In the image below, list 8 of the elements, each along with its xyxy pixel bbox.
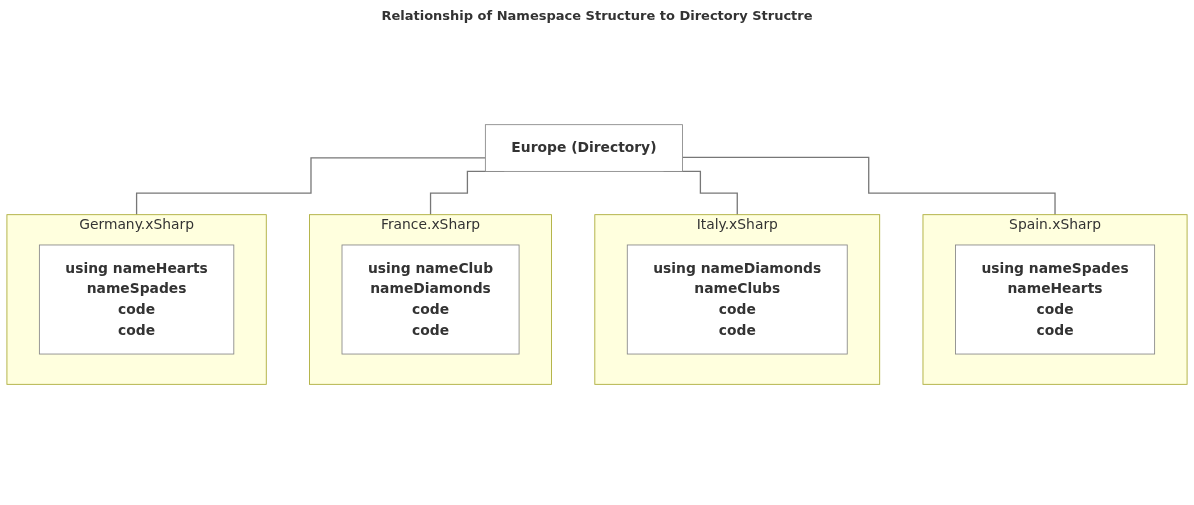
node-box: Europe (Directory) [484, 124, 683, 172]
diagram-title: Relationship of Namespace Structure to Directory Structre [380, 8, 814, 23]
node-box: using nameSpades nameHearts code code [955, 244, 1156, 355]
connector [681, 156, 1056, 216]
node-box: using nameDiamonds nameClubs code code [626, 244, 848, 355]
node-box: using nameClub nameDiamonds code code [341, 244, 520, 355]
connector [135, 157, 487, 216]
node-box: using nameHearts nameSpades code code [38, 244, 235, 355]
